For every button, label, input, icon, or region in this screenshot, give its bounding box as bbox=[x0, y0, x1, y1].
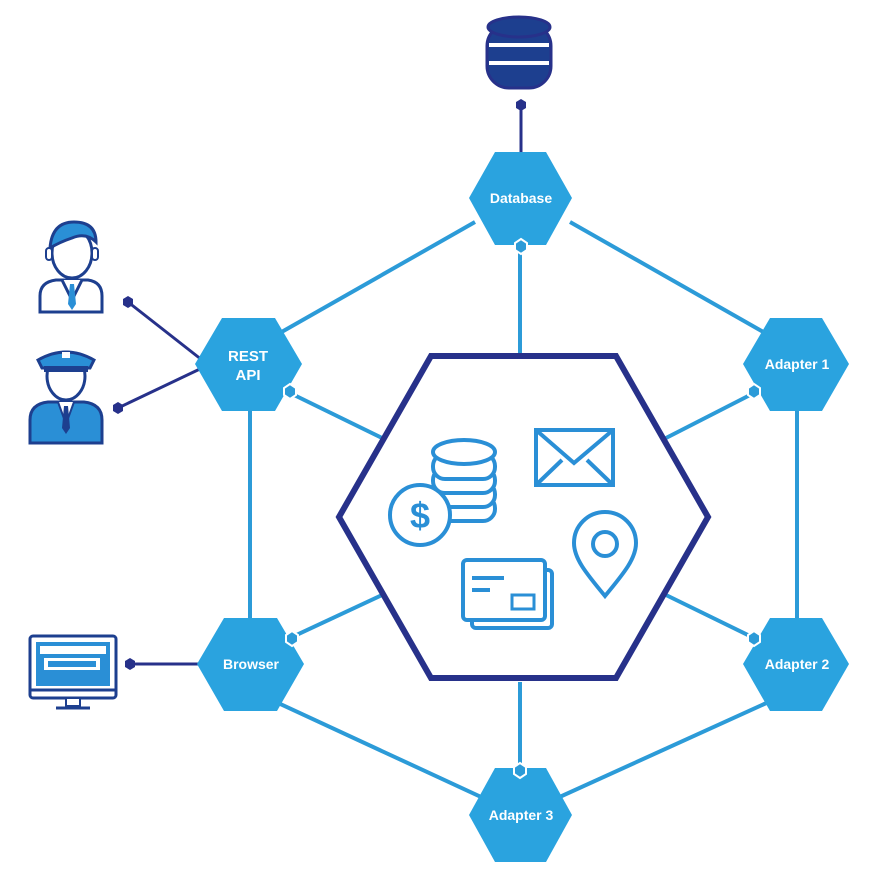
user-icon bbox=[38, 220, 104, 314]
location-pin-icon bbox=[571, 510, 639, 600]
connector-officer bbox=[117, 366, 203, 410]
dot-officer bbox=[113, 402, 123, 414]
svg-text:$: $ bbox=[410, 495, 430, 536]
dot-user bbox=[123, 296, 133, 308]
dollar-icon: $ bbox=[388, 483, 452, 547]
monitor-icon bbox=[28, 634, 118, 710]
mail-icon bbox=[534, 428, 615, 487]
node-adapter-3: Adapter 3 bbox=[469, 768, 572, 862]
connections bbox=[248, 220, 799, 817]
node-rest-api: REST API bbox=[195, 318, 302, 411]
connector-dots bbox=[113, 99, 526, 670]
connector-user bbox=[127, 300, 203, 362]
core-hexagon bbox=[335, 353, 712, 681]
node-browser-label: Browser bbox=[223, 656, 280, 672]
officer-icon bbox=[28, 350, 104, 445]
edge-adapter2-adapter3 bbox=[519, 688, 796, 817]
spoke-browser-core bbox=[289, 593, 383, 640]
node-browser: Browser bbox=[197, 618, 304, 711]
node-rest-api-label-1: REST bbox=[228, 348, 268, 365]
spoke-adapter1-core bbox=[665, 391, 755, 440]
dot-monitor bbox=[125, 658, 135, 670]
node-port-dots bbox=[283, 237, 761, 780]
spoke-adapter2-core bbox=[665, 593, 755, 640]
dot-db bbox=[516, 99, 526, 111]
node-database: Database bbox=[469, 152, 572, 245]
edge-database-rest bbox=[249, 220, 476, 352]
node-adapter-1-label: Adapter 1 bbox=[765, 356, 830, 372]
node-database-label: Database bbox=[490, 190, 552, 206]
edge-adapter3-browser bbox=[249, 688, 521, 817]
node-adapter-1: Adapter 1 bbox=[743, 318, 849, 411]
node-adapter-2: Adapter 2 bbox=[743, 618, 849, 711]
node-adapter-2-label: Adapter 2 bbox=[765, 656, 830, 672]
node-rest-api-label-2: API bbox=[235, 367, 260, 384]
external-connectors bbox=[117, 105, 523, 666]
credit-card-icon bbox=[461, 558, 554, 630]
edge-database-adapter1 bbox=[569, 220, 796, 352]
node-adapter-3-label: Adapter 3 bbox=[489, 807, 554, 823]
spoke-rest-core bbox=[289, 391, 383, 440]
database-icon bbox=[485, 15, 553, 90]
